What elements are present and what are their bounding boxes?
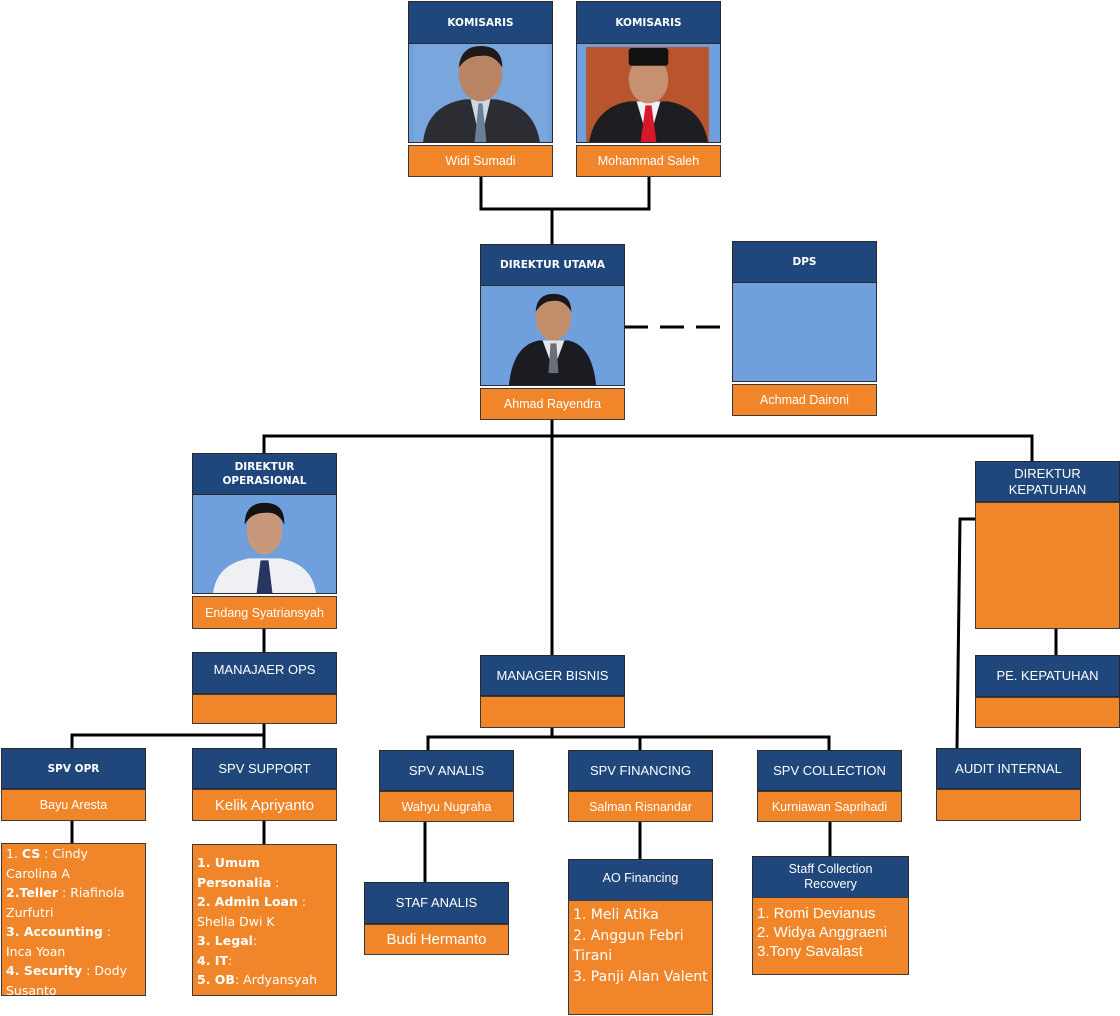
node-name-empty — [192, 694, 337, 724]
photo-placeholder — [732, 283, 877, 382]
staff-item: 4. Security : Dody Susanto — [6, 963, 127, 998]
node-manajaer-ops: MANAJAER OPS — [192, 652, 337, 724]
node-title: SPV FINANCING — [568, 750, 713, 791]
node-name: Mohammad Saleh — [576, 145, 721, 177]
node-direktur-operasional: DIREKTUR OPERASIONAL Endang Syatriansyah — [192, 453, 337, 629]
line-bisnis-spv — [426, 727, 831, 750]
node-name-empty — [936, 789, 1081, 821]
person-photo — [192, 495, 337, 594]
staff-item: 2. Admin Loan : Shella Dwi K — [197, 894, 307, 929]
staff-item: 1. CS : Cindy Carolina A — [6, 846, 88, 881]
node-name: Ahmad Rayendra — [480, 388, 625, 420]
node-name: Salman Risnandar — [568, 791, 713, 822]
staff-item: 4. IT: — [197, 952, 233, 968]
node-name: Budi Hermanto — [364, 924, 509, 955]
node-title: Staff Collection Recovery — [752, 856, 909, 898]
node-title: DIREKTUR OPERASIONAL — [192, 453, 337, 495]
node-spv-opr: SPV OPR Bayu Aresta — [1, 748, 146, 821]
node-title: KOMISARIS — [408, 1, 553, 44]
staff-item: 1. Umum Personalia : — [197, 855, 280, 890]
node-dps: DPS Achmad Daironi — [732, 241, 877, 416]
node-name: Achmad Daironi — [732, 384, 877, 416]
line-directors-bus — [262, 434, 1034, 461]
node-direktur-kepatuhan: DIREKTUR KEPATUHAN — [975, 461, 1120, 629]
person-photo — [408, 44, 553, 143]
line-kep-audit — [955, 517, 975, 749]
node-manager-bisnis: MANAGER BISNIS — [480, 655, 625, 728]
node-title: STAF ANALIS — [364, 882, 509, 924]
staff-item: 2.Teller : Riafinola Zurfutri — [6, 885, 125, 920]
node-komisaris-2: KOMISARIS Mohammad Saleh — [576, 1, 721, 177]
node-spv-support: SPV SUPPORT Kelik Apriyanto — [192, 748, 337, 821]
staff-collection-list: 1. Romi Devianus 2. Widya Anggraeni 3.To… — [752, 897, 909, 975]
node-title: PE. KEPATUHAN — [975, 655, 1120, 697]
spv-support-staff-list: 1. Umum Personalia : 2. Admin Loan : She… — [192, 844, 337, 996]
node-title: AUDIT INTERNAL — [936, 748, 1081, 789]
node-name: Wahyu Nugraha — [379, 791, 514, 822]
staff-item: 1. Romi Devianus — [757, 905, 876, 922]
line-ops-spv — [70, 723, 266, 748]
node-title: DIREKTUR KEPATUHAN — [975, 461, 1120, 502]
node-title: MANAGER BISNIS — [480, 655, 625, 696]
node-komisaris-1: KOMISARIS Widi Sumadi — [408, 1, 553, 177]
node-direktur-utama: DIREKTUR UTAMA Ahmad Rayendra — [480, 244, 625, 420]
person-photo — [576, 44, 721, 143]
node-title: DIREKTUR UTAMA — [480, 244, 625, 286]
person-photo-icon — [508, 293, 597, 385]
staff-item: 3. Legal: — [197, 933, 258, 948]
node-name: Kelik Apriyanto — [192, 789, 337, 821]
node-name: Kurniawan Saprihadi — [757, 791, 902, 822]
staff-item: 2. Anggun Febri Tirani — [573, 927, 684, 965]
node-name-empty — [975, 502, 1120, 629]
node-spv-financing: SPV FINANCING Salman Risnandar — [568, 750, 713, 822]
node-staff-collection-recovery: Staff Collection Recovery — [752, 856, 909, 898]
node-title: AO Financing — [568, 859, 713, 901]
node-name-empty — [480, 696, 625, 728]
staff-item: 3. Accounting : Inca Yoan — [6, 924, 111, 959]
staff-item: 2. Widya Anggraeni — [757, 924, 888, 941]
node-name: Endang Syatriansyah — [192, 596, 337, 629]
staff-item: 1. Meli Atika — [573, 907, 659, 923]
ao-financing-staff-list: 1. Meli Atika 2. Anggun Febri Tirani 3. … — [568, 900, 713, 1015]
node-ao-financing: AO Financing — [568, 859, 713, 901]
line-komisaris — [479, 176, 651, 244]
node-title: DPS — [732, 241, 877, 283]
node-title: SPV SUPPORT — [192, 748, 337, 789]
person-photo — [480, 286, 625, 386]
person-photo-icon — [413, 44, 548, 142]
node-title: SPV COLLECTION — [757, 750, 902, 791]
node-pe-kepatuhan: PE. KEPATUHAN — [975, 655, 1120, 728]
node-spv-analis: SPV ANALIS Wahyu Nugraha — [379, 750, 514, 822]
node-staf-analis: STAF ANALIS Budi Hermanto — [364, 882, 509, 955]
node-name: Bayu Aresta — [1, 789, 146, 821]
staff-item: 3.Tony Savalast — [757, 943, 863, 960]
node-title: SPV ANALIS — [379, 750, 514, 791]
person-photo-icon — [586, 46, 709, 142]
staff-item: 3. Panji Alan Valent — [573, 968, 708, 985]
node-title: KOMISARIS — [576, 1, 721, 44]
spv-opr-staff-list: 1. CS : Cindy Carolina A 2.Teller : Riaf… — [1, 843, 146, 998]
node-title: MANAJAER OPS — [192, 652, 337, 694]
node-audit-internal: AUDIT INTERNAL — [936, 748, 1081, 821]
node-name: Widi Sumadi — [408, 145, 553, 177]
node-name-empty — [975, 697, 1120, 728]
node-spv-collection: SPV COLLECTION Kurniawan Saprihadi — [757, 750, 902, 822]
person-photo-icon — [213, 502, 316, 593]
node-title: SPV OPR — [1, 748, 146, 789]
staff-item: 5. OB: Ardyansyah — [197, 972, 318, 987]
